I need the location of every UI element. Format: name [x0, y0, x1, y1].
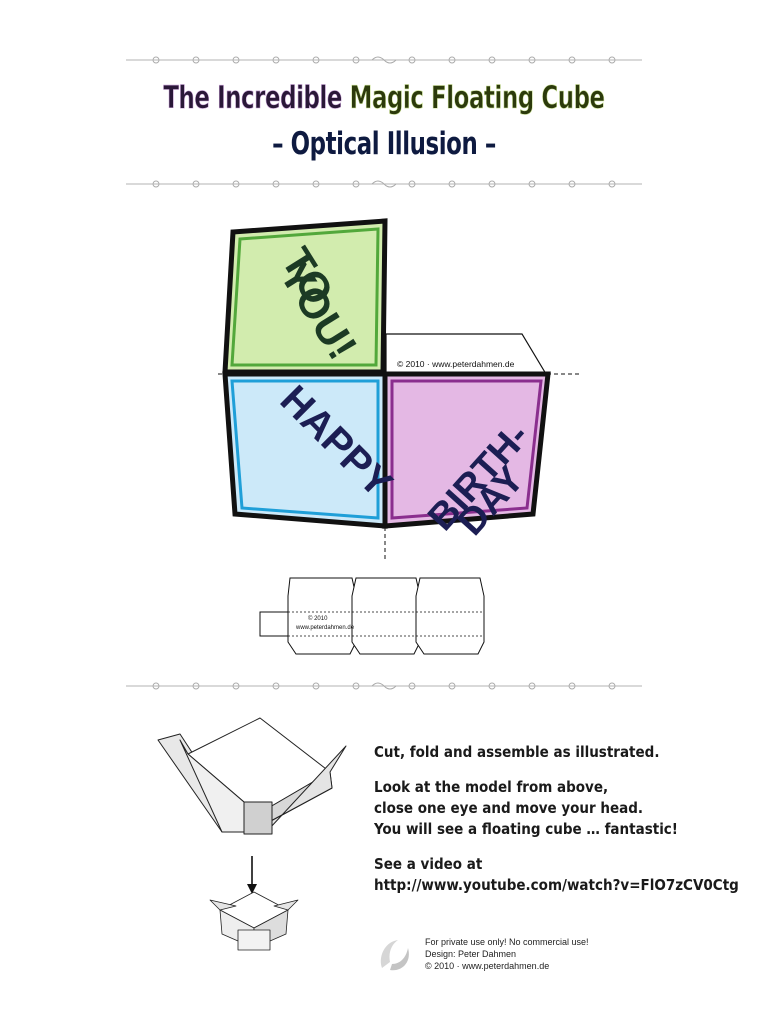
- note-design: Design: Peter Dahmen: [425, 949, 517, 959]
- instruction-look-line-2: close one eye and move your head.: [374, 799, 644, 817]
- usage-note: For private use only! No commercial use!…: [425, 936, 589, 972]
- note-private-use: For private use only! No commercial use!: [425, 937, 589, 947]
- ornament-divider-top: [126, 56, 642, 64]
- page-subtitle: – Optical Illusion –: [272, 126, 496, 162]
- instruction-look-line-1: Look at the model from above,: [374, 778, 609, 796]
- title-part-1: The Incredible: [163, 80, 350, 117]
- instruction-cut: Cut, fold and assemble as illustrated.: [374, 743, 660, 761]
- strip-copyright-line-1: © 2010: [308, 615, 328, 622]
- designer-logo-icon: [380, 940, 409, 971]
- cube-net-diagram: © 2010 · www.peterdahmen.de TO YOU! HAPP…: [215, 218, 580, 561]
- ornament-divider-middle: [126, 180, 642, 188]
- strip-copyright-line-2: www.peterdahmen.de: [295, 625, 355, 631]
- page-title: The Incredible Magic Floating Cube: [69, 80, 699, 117]
- strip-template-diagram: © 2010 www.peterdahmen.de: [259, 577, 485, 655]
- net-copyright-text: © 2010 · www.peterdahmen.de: [397, 359, 515, 369]
- note-copyright: © 2010 · www.peterdahmen.de: [425, 961, 550, 971]
- instruction-video-label: See a video at: [374, 855, 483, 873]
- instruction-look-line-3: You will see a floating cube … fantastic…: [374, 820, 678, 838]
- title-part-2: Magic Floating Cube: [349, 80, 605, 117]
- video-link[interactable]: http://www.youtube.com/watch?v=FlO7zCV0C…: [374, 876, 739, 894]
- ornament-divider-bottom: [126, 682, 642, 690]
- instructions: Cut, fold and assemble as illustrated. L…: [374, 742, 754, 910]
- assembled-model-illustration: [157, 717, 347, 951]
